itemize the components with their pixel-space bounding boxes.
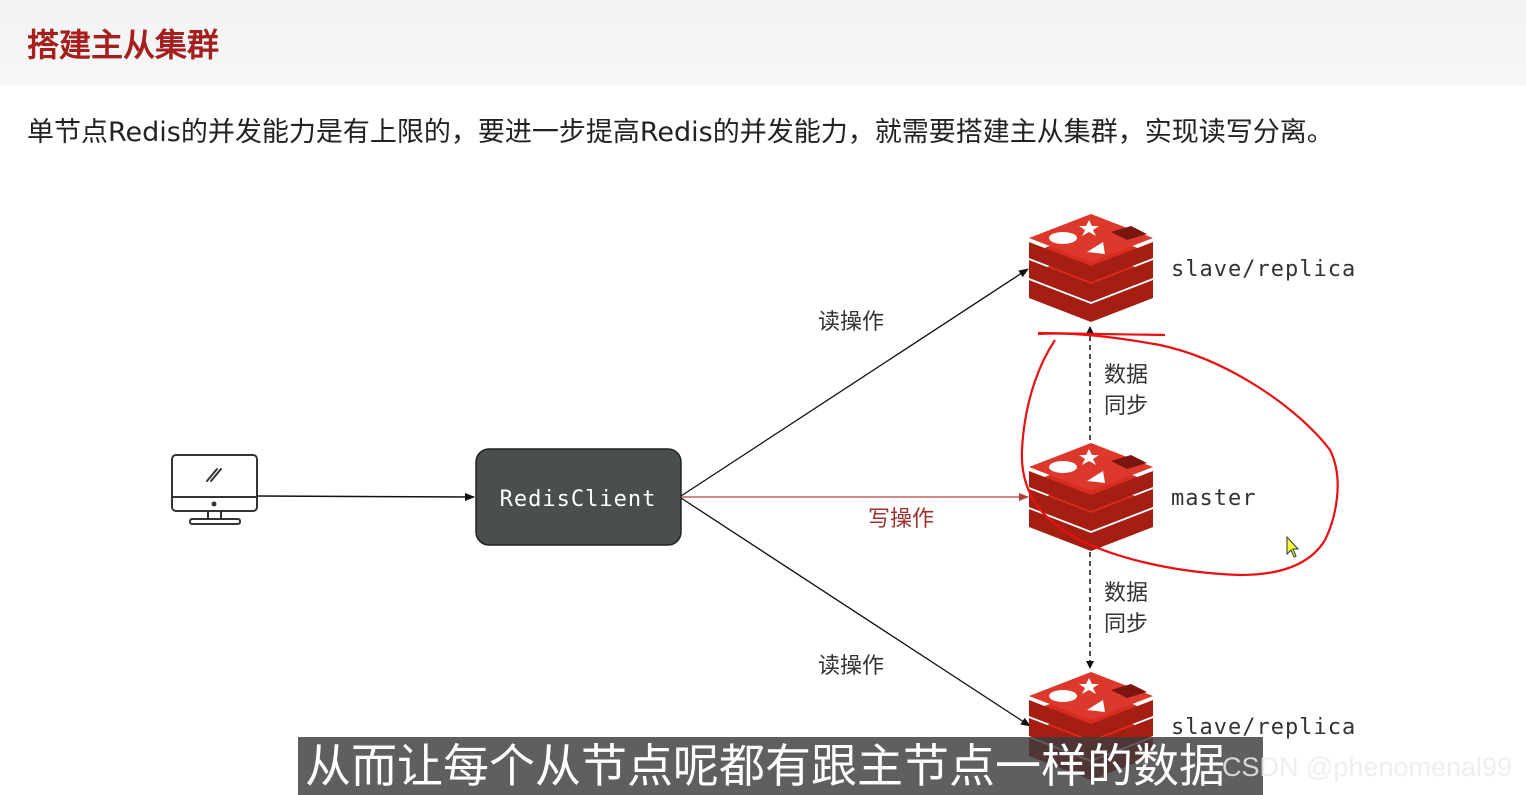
read-label-bottom: 读操作 <box>818 654 884 679</box>
computer-icon <box>171 454 258 525</box>
sync-label-upper-1: 数据 <box>1104 363 1148 388</box>
watermark: CSDN @phenomenal99 <box>1222 752 1513 782</box>
redis-logo-icon <box>1029 443 1153 551</box>
sync-label-lower-1: 数据 <box>1104 581 1148 606</box>
page-title: 搭建主从集群 <box>27 26 220 64</box>
red-annotation-circle <box>1020 332 1339 577</box>
page-description: 单节点Redis的并发能力是有上限的，要进一步提高Redis的并发能力，就需要搭… <box>27 117 1334 148</box>
write-label: 写操作 <box>868 507 934 532</box>
read-edge-bottom <box>680 497 1031 727</box>
redis-logo-icon <box>1029 214 1153 322</box>
subtitle-background <box>298 737 1263 795</box>
header-bar <box>0 0 1526 85</box>
sync-label-lower-2: 同步 <box>1104 612 1148 637</box>
node-label-top: slave/replica <box>1171 257 1356 282</box>
node-label-master: master <box>1171 486 1256 511</box>
red-annotation-underline <box>1037 331 1166 337</box>
video-subtitle: 从而让每个从节点呢都有跟主节点一样的数据 <box>305 739 1225 793</box>
mouse-cursor-icon <box>1286 535 1300 558</box>
redis-client-label: RedisClient <box>500 487 657 512</box>
node-label-bottom: slave/replica <box>1171 715 1356 740</box>
read-edge-top <box>680 268 1029 497</box>
read-label-top: 读操作 <box>818 310 884 335</box>
redis-client-box: RedisClient <box>475 448 682 546</box>
sync-label-upper-2: 同步 <box>1104 394 1148 419</box>
computer-to-client-arrow <box>256 492 475 501</box>
